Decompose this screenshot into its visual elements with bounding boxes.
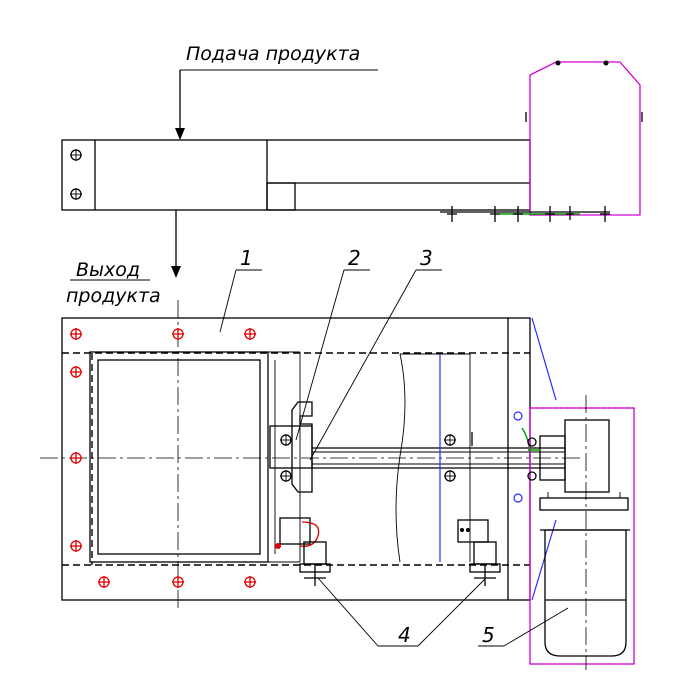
callouts: 1 2 3 4 5 xyxy=(219,246,569,647)
inlet-opening-inner xyxy=(97,359,261,555)
callout-1-label: 1 xyxy=(240,246,253,270)
plan-view xyxy=(40,300,580,610)
side-view: Подача продукта xyxy=(61,43,643,278)
casing-edge-bottom xyxy=(531,519,557,601)
lower-guides xyxy=(275,517,489,549)
nut-carriage xyxy=(395,353,473,563)
inlet-opening-outer xyxy=(89,351,269,563)
callout-5-leader xyxy=(503,607,569,647)
callout-2-label: 2 xyxy=(348,246,361,270)
clamp-bracket xyxy=(291,401,313,493)
callout-5-label: 5 xyxy=(482,623,495,647)
product-feed-label: Подача продукта xyxy=(186,43,360,65)
callout-4-leader-b xyxy=(417,577,487,647)
callout-3-label: 3 xyxy=(420,246,433,270)
callout-1-leader xyxy=(219,269,237,333)
callout-4-leader-a xyxy=(317,577,379,647)
drive-motor xyxy=(527,395,635,670)
red-pin xyxy=(299,521,320,547)
slide-block xyxy=(266,182,296,211)
screw-shaft xyxy=(312,447,565,469)
casing-edge-top xyxy=(531,317,557,401)
callout-2-leader xyxy=(295,269,345,441)
motor-body xyxy=(544,529,627,657)
support-feet xyxy=(299,541,501,586)
frame-bolts xyxy=(70,328,256,588)
callout-4-label: 4 xyxy=(398,623,411,647)
coupling xyxy=(539,435,566,481)
clamp-block xyxy=(269,425,313,469)
gearbox xyxy=(564,419,610,493)
exit-arrow-head xyxy=(171,266,181,278)
motor-flange xyxy=(539,497,629,511)
product-exit-label-line1: Выход xyxy=(76,259,140,281)
gate-clamp xyxy=(269,401,313,493)
drive-housing-outline xyxy=(529,61,641,216)
mounting-bolts xyxy=(447,206,610,222)
callout-3-leader xyxy=(309,269,417,461)
feed-arrow-head xyxy=(175,128,185,140)
motor-outline xyxy=(529,407,635,665)
gate-body-side xyxy=(61,139,531,211)
product-exit-label-line2: продукта xyxy=(66,285,161,307)
